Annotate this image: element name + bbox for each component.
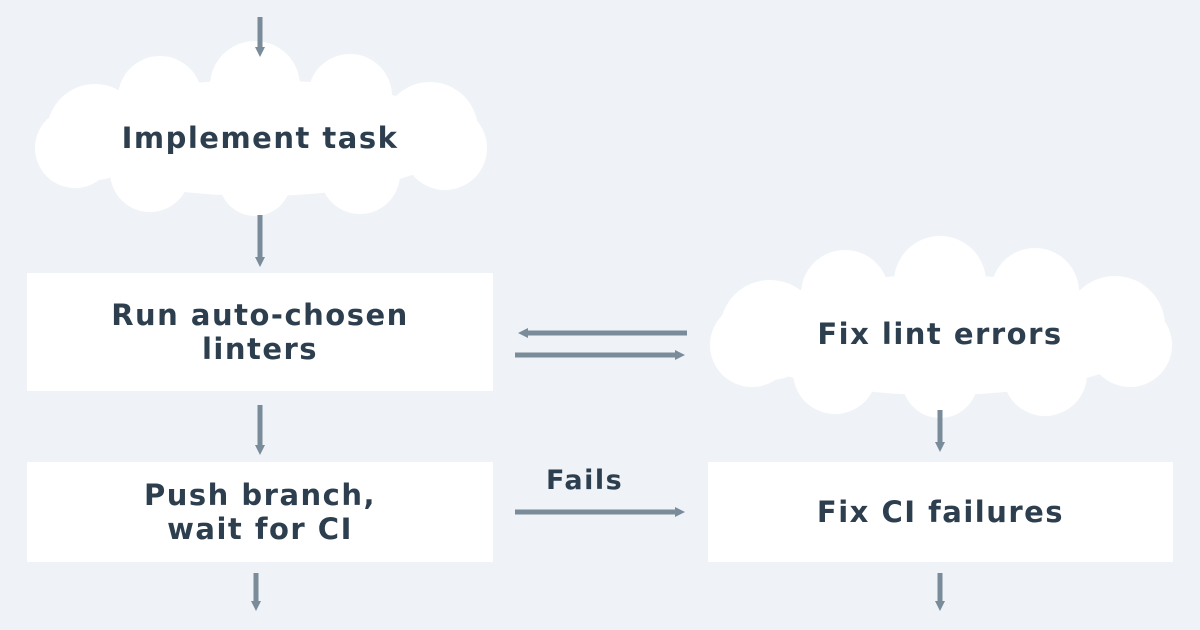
node-run-linters: Run auto-chosen linters [27, 273, 493, 391]
node-push-branch-line2: wait for CI [167, 512, 353, 546]
cloud-fix-lint-errors [710, 236, 1172, 418]
node-implement-task: Implement task [60, 108, 460, 168]
node-fix-lint-errors-label: Fix lint errors [817, 317, 1063, 351]
node-implement-task-label: Implement task [121, 121, 399, 155]
node-run-linters-line1: Run auto-chosen [111, 298, 409, 332]
node-run-linters-line2: linters [201, 332, 319, 366]
node-fix-lint-errors: Fix lint errors [730, 304, 1150, 364]
edge-label-fails: Fails [546, 465, 624, 496]
cloud-implement-task [35, 41, 487, 216]
node-fix-ci-failures: Fix CI failures [708, 462, 1173, 562]
node-push-branch: Push branch, wait for CI [27, 462, 493, 562]
node-fix-ci-failures-label: Fix CI failures [816, 495, 1065, 529]
node-push-branch-line1: Push branch, [143, 478, 377, 512]
